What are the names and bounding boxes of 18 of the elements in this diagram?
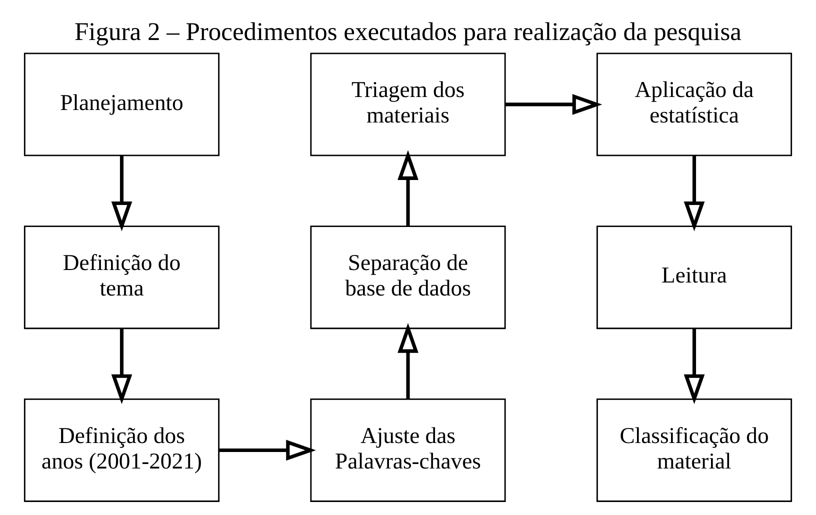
arrow <box>398 323 418 399</box>
node-box: Leitura <box>596 226 792 330</box>
node-box: Ajuste das Palavras-chaves <box>310 398 506 502</box>
arrow <box>398 150 418 226</box>
node-box: Aplicação da estatística <box>596 52 792 156</box>
node-box: Triagem dos materiais <box>310 52 506 156</box>
diagram-title: Figura 2 – Procedimentos executados para realização da pesquisa <box>74 16 742 46</box>
arrow <box>684 156 705 232</box>
arrow <box>505 94 602 115</box>
node-box: Definição dos anos (2001-2021) <box>24 398 220 502</box>
node-box: Separação de base de dados <box>310 226 506 330</box>
arrow <box>684 328 705 404</box>
node-box: Definição do tema <box>24 226 220 330</box>
node-box: Classificação do material <box>596 398 792 502</box>
arrow <box>111 328 132 404</box>
arrow <box>219 440 316 461</box>
node-box: Planejamento <box>24 52 220 156</box>
arrow <box>111 156 132 232</box>
